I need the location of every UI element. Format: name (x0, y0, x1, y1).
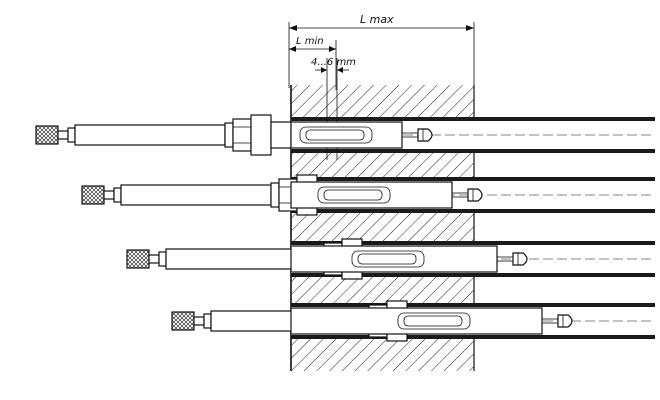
roller-slot (317, 186, 391, 204)
roller (357, 253, 417, 265)
neck (193, 316, 205, 326)
dimension-l-min: L min (289, 36, 337, 90)
collar (203, 313, 212, 329)
drive-square (81, 185, 105, 205)
expander-tools (35, 114, 573, 342)
tube-wall-top (291, 303, 655, 307)
mandrel-tip (417, 128, 433, 142)
mandrel-tip (467, 188, 483, 202)
roller-slot (299, 126, 373, 144)
cage (290, 245, 498, 273)
expander-tool-3 (126, 238, 528, 280)
tube-wall-bottom (291, 149, 655, 153)
expander-tool-1 (35, 114, 433, 156)
mandrel-tip (557, 314, 573, 328)
hex-nut (232, 118, 252, 152)
shaft (74, 124, 226, 146)
roller (305, 129, 365, 141)
collar (158, 251, 167, 267)
roller-slot (397, 312, 471, 330)
roller (323, 189, 383, 201)
tube-wall-top (291, 241, 655, 245)
l-max-label: L max (360, 13, 394, 26)
collar (67, 127, 76, 143)
shaft (120, 184, 272, 206)
cage (290, 181, 453, 209)
collar (113, 187, 122, 203)
drive-square (171, 311, 195, 331)
shoulder (270, 182, 280, 208)
expander-tool-2 (81, 174, 483, 216)
cage (290, 307, 543, 335)
tube-wall-bottom (291, 209, 655, 213)
neck (103, 190, 115, 200)
expander-tool-4 (171, 300, 573, 342)
tube-wall-bottom (291, 335, 655, 339)
mandrel-tip (512, 252, 528, 266)
drive-square (35, 125, 59, 145)
tube-wall-top (291, 117, 655, 121)
drive-square (126, 249, 150, 269)
neck (148, 254, 160, 264)
roller (403, 315, 463, 327)
tube-wall-top (291, 177, 655, 181)
roller-slot (351, 250, 425, 268)
l-min-label: L min (296, 36, 324, 47)
cage-neck (270, 121, 292, 149)
thrust-collar (250, 114, 272, 156)
cage (290, 121, 403, 149)
neck (57, 130, 69, 140)
shoulder (224, 122, 234, 148)
dimension-l-max: L max (288, 13, 475, 88)
tube-wall-bottom (291, 273, 655, 277)
gap-label: 4...6 mm (311, 57, 356, 68)
